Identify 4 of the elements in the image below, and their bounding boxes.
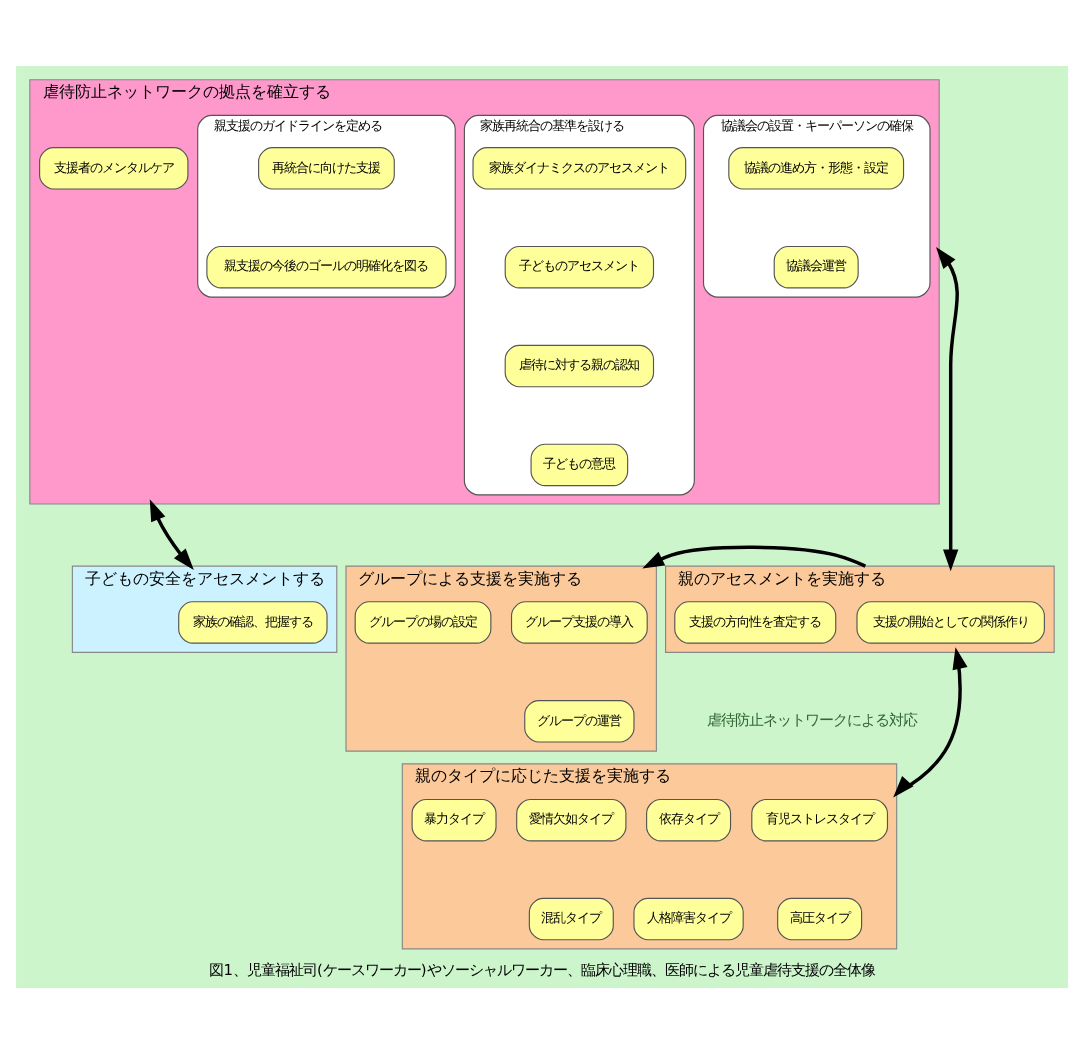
arrow	[893, 647, 968, 798]
arrow	[642, 545, 867, 569]
arrow	[936, 247, 959, 572]
arrow	[149, 499, 194, 571]
